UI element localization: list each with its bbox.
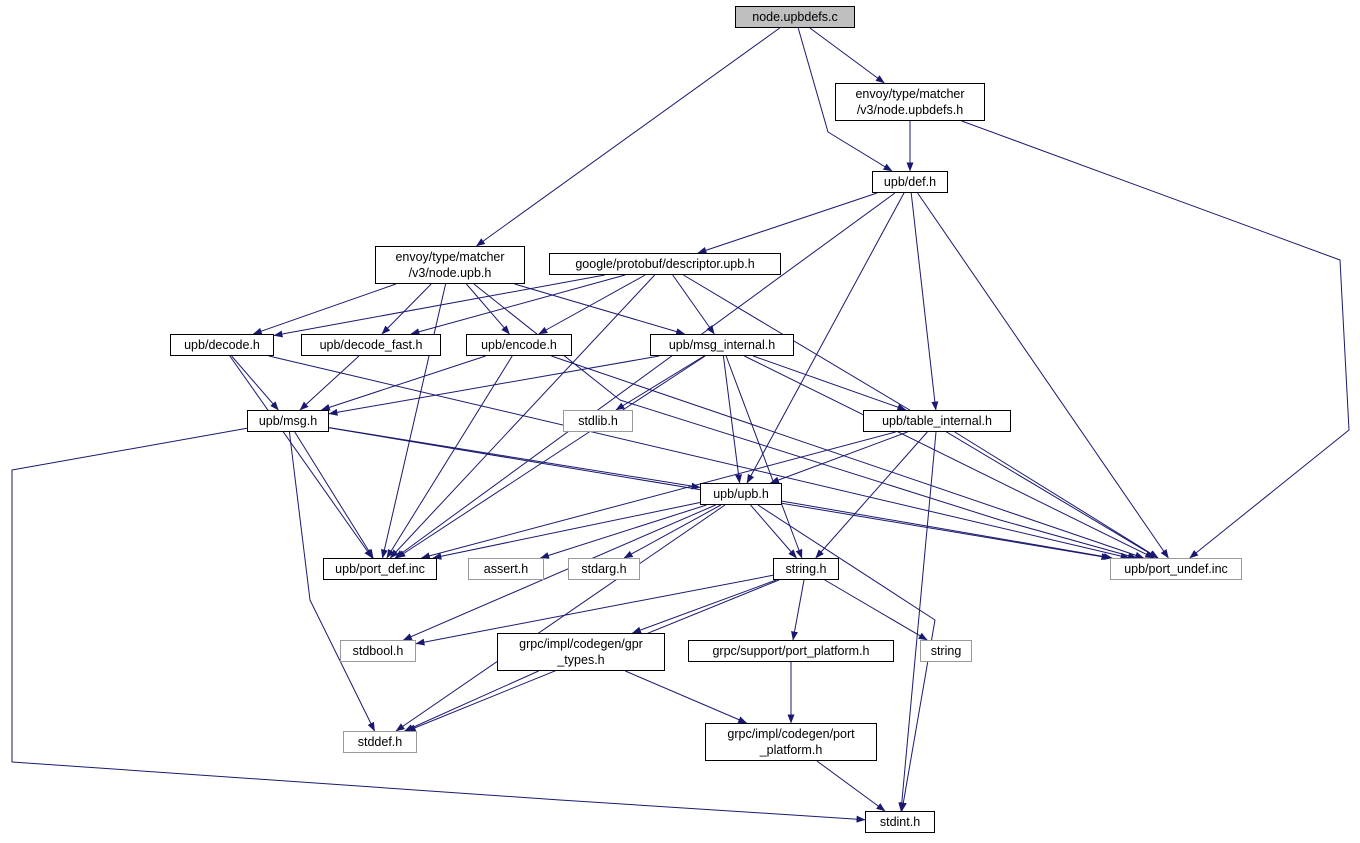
edge-gpr_types-codegen_pp [625,670,748,724]
graph-node-gpr_types[interactable]: grpc/impl/codegen/gpr _types.h [497,633,665,671]
edge-n_upb_h-encode [466,283,510,335]
edge-decode-port_undef [268,355,1130,560]
edge-def-upb [746,192,905,484]
graph-node-string_h[interactable]: string.h [773,558,839,580]
edge-table-string_h [815,431,928,559]
edge-upb-assert [540,504,707,559]
edge-def-port_undef [917,192,1169,559]
edge-encode-msg [320,355,486,411]
edge-msg-stddef [288,431,376,732]
edge-string_h-stdbool [415,574,774,646]
edge-msg_internal-string_h [725,355,803,559]
edge-root-n_upbdefs_h [809,27,885,84]
edge-desc-msg_internal [672,274,715,335]
graph-node-n_upb_h[interactable]: envoy/type/matcher /v3/node.upb.h [375,246,525,284]
edge-desc-encode [538,274,646,335]
edge-upb-port_undef [781,500,1113,561]
edge-msg_internal-port_undef [744,355,1155,559]
graph-node-n_upbdefs_h[interactable]: envoy/type/matcher /v3/node.upbdefs.h [835,83,985,121]
graph-node-msg[interactable]: upb/msg.h [247,410,329,432]
edge-msg_internal-port_def [396,355,706,559]
edge-def-desc [697,192,878,254]
edge-decode-port_def [229,355,373,559]
edge-upb-port_def [432,502,701,560]
edge-decode-msg [231,355,279,411]
graph-node-upb[interactable]: upb/upb.h [700,483,782,505]
edge-msg-port_def [294,431,374,559]
edge-upb-stdint [757,504,936,812]
edge-table-port_undef [954,431,1159,559]
edge-codegen_pp-stdint [816,760,886,812]
graph-node-stdbool[interactable]: stdbool.h [340,640,416,662]
edge-string_h-string_cpp [824,579,928,641]
edge-root-def [797,27,893,172]
graph-node-def[interactable]: upb/def.h [872,171,948,193]
graph-node-assert[interactable]: assert.h [468,558,544,580]
edge-n_upb_h-decode [252,283,397,335]
graph-node-msg_internal[interactable]: upb/msg_internal.h [650,334,794,356]
edge-n_upb_h-decode_fast [381,283,432,335]
graph-node-string_cpp[interactable]: string [920,640,972,662]
graph-node-encode[interactable]: upb/encode.h [466,334,572,356]
edge-msg_internal-upb [722,355,742,484]
edge-upb-string_h [750,504,797,559]
graph-node-stdarg[interactable]: stdarg.h [568,558,640,580]
edge-table-upb [770,431,908,484]
graph-node-root[interactable]: node.upbdefs.c [735,6,855,28]
graph-node-stdint[interactable]: stdint.h [865,811,935,833]
edge-n_upb_h-port_def [380,283,447,559]
edge-n_upbdefs_h-port_undef [961,120,1350,559]
edge-n_upb_h-msg_internal [514,283,686,335]
edge-string_h-support_pp [791,579,805,641]
graph-node-port_undef[interactable]: upb/port_undef.inc [1110,558,1242,580]
graph-node-table[interactable]: upb/table_internal.h [863,410,1011,432]
edge-msg-stdint [11,427,866,823]
edge-msg-upb [328,427,701,490]
graph-node-desc[interactable]: google/protobuf/descriptor.upb.h [549,253,781,275]
edge-table-port_def [420,431,896,560]
edge-def-table [910,192,939,411]
edge-encode-port_def [386,355,513,559]
graph-node-stdlib[interactable]: stdlib.h [563,410,633,432]
graph-node-port_def[interactable]: upb/port_def.inc [323,558,437,580]
edge-desc-port_def [389,274,656,559]
edge-upb-stdarg [623,504,722,559]
edge-desc-decode_fast [410,274,626,336]
edge-encode-port_undef [551,355,1145,559]
edge-msg_internal-table [752,355,907,411]
graph-node-decode[interactable]: upb/decode.h [170,334,274,356]
edge-gpr_types-stddef [404,670,539,732]
edge-def-port_def [394,192,896,559]
graph-node-support_pp[interactable]: grpc/support/port_platform.h [688,640,894,662]
edge-msg_internal-stdlib [615,355,705,411]
edge-string_h-gpr_types [632,579,777,634]
edge-decode_fast-msg [299,355,360,411]
graph-node-codegen_pp[interactable]: grpc/impl/codegen/port _platform.h [705,723,877,761]
graph-node-stddef[interactable]: stddef.h [343,731,417,753]
graph-node-decode_fast[interactable]: upb/decode_fast.h [301,334,441,356]
edge-root-n_upb_h [475,27,780,247]
edge-upb-stddef [395,504,726,732]
edge-table-stdint [898,431,937,812]
edge-upb-stdbool [402,504,716,641]
edge-desc-decode [273,274,605,338]
edge-msg_internal-msg [328,355,660,416]
